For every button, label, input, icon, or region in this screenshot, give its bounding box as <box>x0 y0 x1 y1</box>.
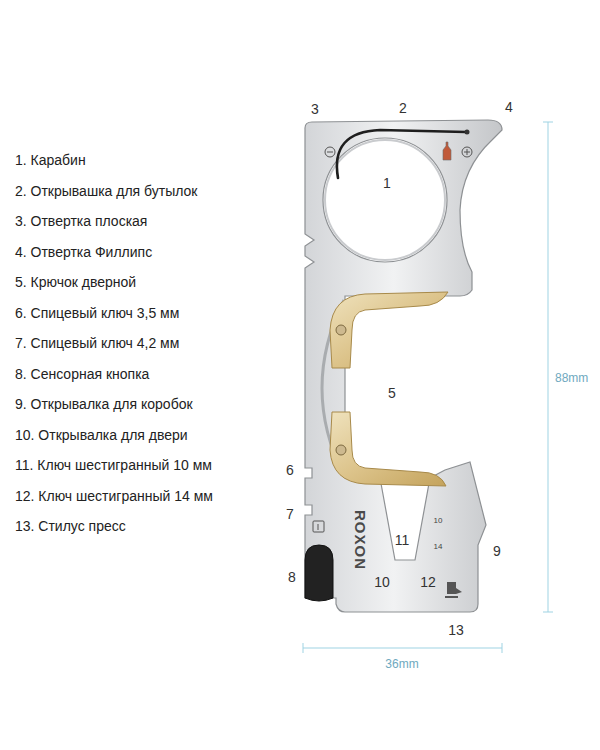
callout-number: 12 <box>420 574 436 591</box>
dimension-line-vertical <box>543 122 553 612</box>
part-list-item: 13. Стилус пресс <box>15 518 126 535</box>
callout-number: 5 <box>388 385 396 402</box>
callout-number: 1 <box>383 175 391 192</box>
hook-arm-upper <box>330 292 448 368</box>
part-list-item: 2. Открывашка для бутылок <box>15 183 197 200</box>
brand-engraving: ROXON <box>351 510 369 570</box>
part-list-item: 5. Крючок дверной <box>15 274 136 291</box>
size-marking: 14 <box>434 542 443 552</box>
touch-icon <box>313 521 324 532</box>
dimension-label: 36mm <box>385 657 418 671</box>
callout-number: 9 <box>493 543 501 560</box>
callout-number: 2 <box>399 100 407 117</box>
tool-body <box>305 120 502 612</box>
part-list-item: 1. Карабин <box>15 152 86 169</box>
part-list-item: 12. Ключ шестигранный 14 мм <box>15 488 213 505</box>
rivet <box>336 445 346 455</box>
callout-number: 8 <box>288 569 296 586</box>
part-list-item: 4. Отвертка Филлипс <box>15 244 152 261</box>
part-list-item: 10. Открывалка для двери <box>15 427 188 444</box>
part-list-item: 9. Открывалка для коробок <box>15 396 193 413</box>
bottle-icon <box>443 142 451 160</box>
callout-number: 7 <box>286 506 294 523</box>
part-list-item: 11. Ключ шестигранный 10 мм <box>15 457 212 474</box>
carabiner-wire <box>337 130 466 178</box>
callout-number: 6 <box>286 462 294 479</box>
rivet <box>336 325 346 335</box>
callout-number: 4 <box>505 99 513 116</box>
part-list-item: 8. Сенсорная кнопка <box>15 366 149 383</box>
callout-number: 11 <box>395 532 410 549</box>
dimension-label: 88mm <box>555 371 588 385</box>
part-list-item: 6. Спицевый ключ 3,5 мм <box>15 305 179 322</box>
plus-symbol <box>462 147 472 157</box>
wire-hole <box>465 130 470 135</box>
minus-symbol <box>325 147 335 157</box>
hole-edge <box>325 140 445 260</box>
callout-number: 3 <box>311 101 319 118</box>
hook-arm-lower <box>330 412 446 486</box>
stylus-tip <box>305 545 333 601</box>
callout-number: 10 <box>374 574 390 591</box>
size-marking: 10 <box>434 516 443 526</box>
door-icon <box>445 582 462 598</box>
part-list-item: 7. Спицевый ключ 4,2 мм <box>15 335 179 352</box>
dimension-line-horizontal <box>303 643 502 653</box>
callout-number: 13 <box>448 622 464 639</box>
part-list-item: 3. Отвертка плоская <box>15 213 147 230</box>
